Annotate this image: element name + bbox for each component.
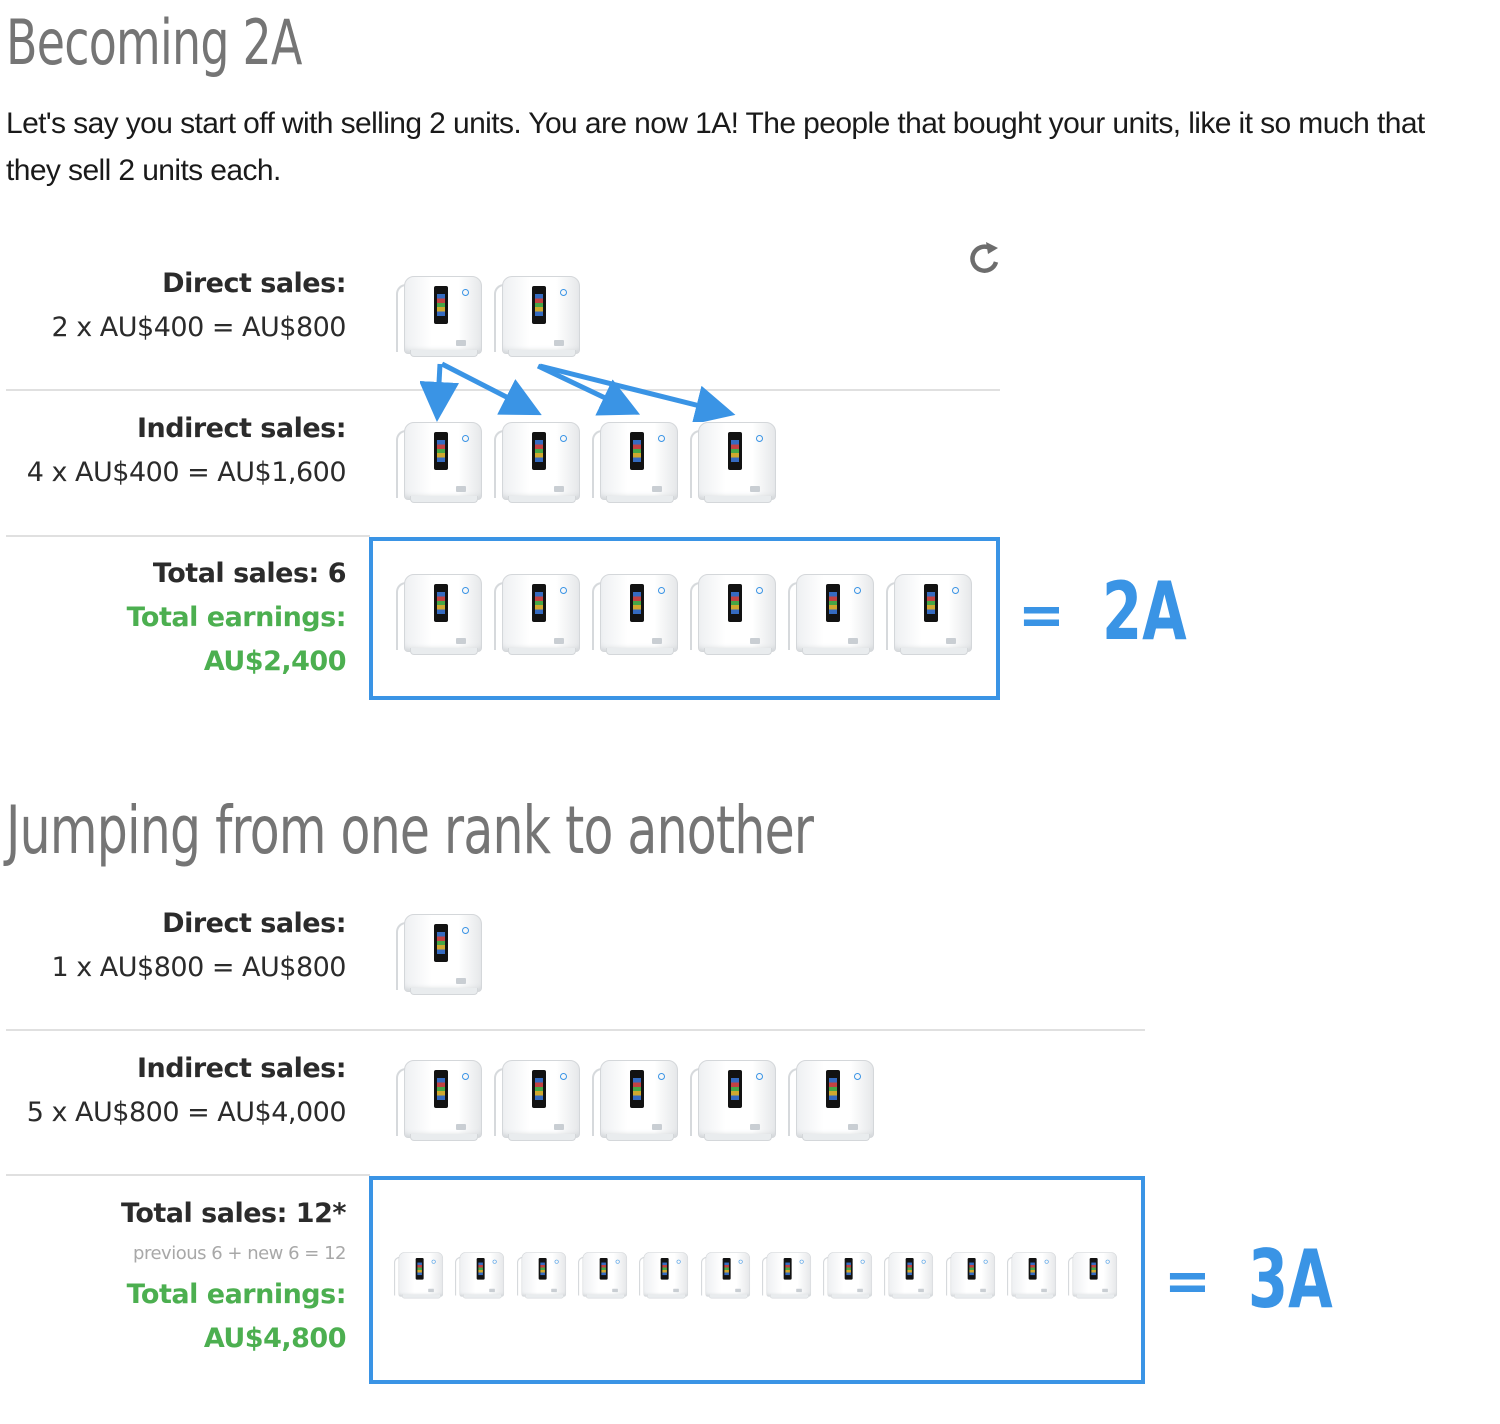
water-ionizer-unit-icon — [396, 1056, 488, 1148]
water-ionizer-unit-icon — [394, 1250, 446, 1302]
total-earnings-value: AU$2,400 — [203, 646, 347, 677]
water-ionizer-unit-icon — [592, 570, 684, 662]
arrow — [539, 363, 736, 422]
water-ionizer-unit-icon — [592, 1056, 684, 1148]
water-ionizer-unit-icon — [455, 1250, 507, 1302]
water-ionizer-unit-icon — [396, 910, 488, 1002]
indirect-sales-block: Indirect sales: 4 x AU$400 = AU$1,600 — [6, 407, 347, 495]
water-ionizer-unit-icon — [577, 1250, 630, 1302]
water-ionizer-unit-icon — [690, 418, 782, 510]
water-ionizer-unit-icon — [396, 418, 488, 510]
water-ionizer-unit-icon — [788, 570, 880, 662]
water-ionizer-unit-icon — [788, 1056, 880, 1148]
water-ionizer-unit-icon — [884, 1250, 936, 1302]
equals-sign: = — [1164, 1249, 1211, 1314]
total-sales-label: Total sales: 12* — [121, 1198, 346, 1229]
total-block: Total sales: 6 Total earnings: AU$2,400 — [6, 552, 347, 684]
intro-line-2: they sell 2 units each. — [6, 154, 281, 187]
total-sales-label: Total sales: 6 — [152, 558, 347, 589]
water-ionizer-unit-icon — [945, 1250, 998, 1302]
total-sales-note: previous 6 + new 6 = 12 — [133, 1243, 346, 1264]
water-ionizer-unit-icon — [494, 570, 586, 662]
direct-sales-block: Direct sales: 2 x AU$400 = AU$800 — [6, 262, 346, 350]
rank-badge: 2A — [1102, 565, 1187, 658]
indirect-sales-label: Indirect sales: — [136, 413, 347, 444]
arrow — [420, 363, 460, 422]
water-ionizer-unit-icon — [700, 1250, 753, 1302]
total-earnings-label: Total earnings: — [126, 1279, 347, 1310]
water-ionizer-unit-icon — [396, 272, 488, 364]
indirect-sales-calc: 4 x AU$400 = AU$1,600 — [26, 457, 347, 488]
water-ionizer-unit-icon — [516, 1250, 569, 1302]
water-ionizer-unit-icon — [690, 570, 782, 662]
rank-badge: 3A — [1248, 1233, 1333, 1326]
refresh-icon[interactable] — [968, 240, 1002, 283]
direct-sales-calc: 1 x AU$800 = AU$800 — [51, 952, 346, 983]
water-ionizer-unit-icon — [494, 1056, 586, 1148]
water-ionizer-unit-icon — [396, 570, 488, 662]
divider — [6, 1174, 370, 1176]
water-ionizer-unit-icon — [1007, 1250, 1059, 1302]
intro-line-1: Let's say you start off with selling 2 u… — [6, 107, 1425, 140]
section-title: Jumping from one rank to another — [6, 792, 814, 869]
water-ionizer-unit-icon — [886, 570, 978, 662]
indirect-sales-calc: 5 x AU$800 = AU$4,000 — [26, 1097, 347, 1128]
water-ionizer-unit-icon — [823, 1250, 875, 1302]
indirect-sales-label: Indirect sales: — [136, 1053, 347, 1084]
divider — [6, 535, 370, 537]
direct-sales-block: Direct sales: 1 x AU$800 = AU$800 — [6, 902, 346, 990]
water-ionizer-unit-icon — [690, 1056, 782, 1148]
direct-sales-calc: 2 x AU$400 = AU$800 — [51, 312, 346, 343]
section-title: Becoming 2A — [6, 6, 302, 79]
total-earnings-label: Total earnings: — [126, 602, 347, 633]
direct-sales-label: Direct sales: — [162, 268, 346, 299]
arrow — [536, 363, 641, 416]
water-ionizer-unit-icon — [639, 1250, 691, 1302]
equals-sign: = — [1018, 583, 1065, 648]
water-ionizer-unit-icon — [592, 418, 684, 510]
indirect-sales-block: Indirect sales: 5 x AU$800 = AU$4,000 — [6, 1047, 347, 1135]
water-ionizer-unit-icon — [761, 1250, 814, 1302]
direct-sales-label: Direct sales: — [162, 908, 346, 939]
total-block: Total sales: 12* previous 6 + new 6 = 12… — [6, 1192, 346, 1361]
water-ionizer-unit-icon — [494, 272, 586, 364]
arrow — [440, 361, 542, 416]
divider — [6, 1029, 1145, 1031]
referral-arrows — [420, 361, 736, 422]
water-ionizer-unit-icon — [494, 418, 586, 510]
water-ionizer-unit-icon — [1068, 1250, 1120, 1302]
total-earnings-value: AU$4,800 — [203, 1323, 347, 1354]
